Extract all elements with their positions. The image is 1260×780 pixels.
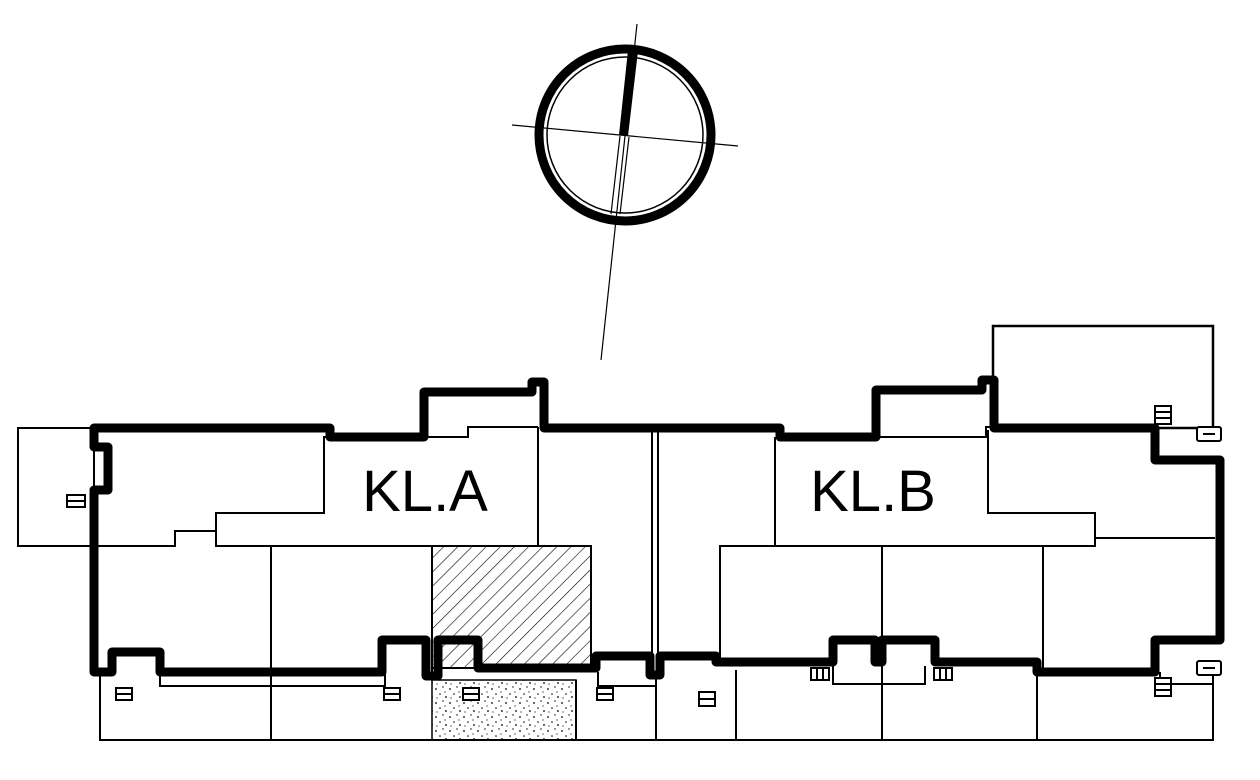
block-label-b: KL.B bbox=[810, 459, 936, 524]
annex-box-left bbox=[17, 427, 95, 547]
interior-lines bbox=[94, 426, 1215, 741]
thick-walls bbox=[89, 375, 1225, 681]
north-arrow-icon bbox=[511, 23, 739, 361]
stipple-hatch-area bbox=[431, 679, 577, 741]
stair-symbols bbox=[66, 405, 1222, 707]
block-label-a: KL.A bbox=[362, 459, 488, 524]
annex-box-top-right bbox=[991, 324, 1215, 430]
diagonal-hatch-area bbox=[431, 545, 592, 669]
